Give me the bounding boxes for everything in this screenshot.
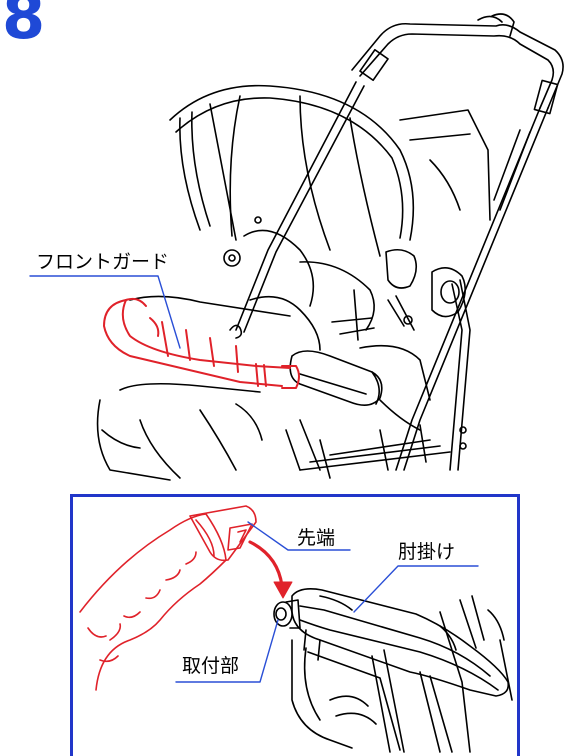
- detail-front-guard: [79, 505, 257, 691]
- front-guard: [103, 297, 300, 389]
- step-number: 8: [2, 0, 46, 53]
- canopy: [169, 84, 491, 331]
- label-armrest: 肘掛け: [398, 541, 456, 563]
- detail-armrest: [273, 588, 513, 753]
- label-mount: 取付部: [182, 655, 240, 677]
- detail-frame: [70, 494, 520, 756]
- stroller-frame: [235, 13, 564, 479]
- callout-lines: [29, 275, 479, 683]
- label-front-guard: フロントガード: [36, 251, 170, 273]
- seat: [96, 229, 431, 481]
- label-tip: 先端: [297, 527, 336, 549]
- detail-arrow: [248, 540, 293, 599]
